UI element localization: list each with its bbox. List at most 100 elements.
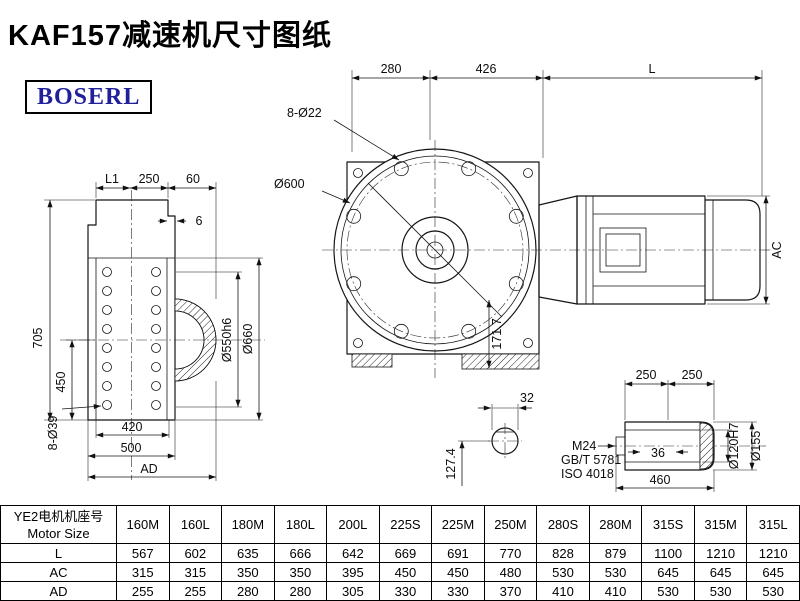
dim-O660-label: Ø660 bbox=[241, 324, 255, 355]
cell-AD-7: 370 bbox=[483, 581, 538, 601]
cell-AC-6: 450 bbox=[431, 562, 485, 582]
col-header-160L: 160L bbox=[168, 505, 223, 544]
boserl-logo: BOSERL bbox=[25, 80, 153, 114]
dim-36-label: 36 bbox=[651, 446, 665, 460]
dim-250a-label: 250 bbox=[636, 368, 657, 382]
dim-8xO39-label: 8-Ø39 bbox=[46, 416, 60, 451]
boserl-logo-text: BOSERL bbox=[37, 84, 141, 110]
cell-L-1: 602 bbox=[168, 543, 223, 563]
col-header-315S: 315S bbox=[641, 505, 695, 544]
row-label-L: L bbox=[0, 543, 117, 563]
dim-705-label: 705 bbox=[31, 328, 45, 349]
cell-AD-0: 255 bbox=[116, 581, 170, 601]
dim-60-label: 60 bbox=[186, 172, 200, 186]
cell-L-10: 1100 bbox=[641, 543, 695, 563]
cell-L-4: 642 bbox=[326, 543, 380, 563]
dim-iso-label: ISO 4018 bbox=[561, 467, 614, 481]
cell-AD-4: 305 bbox=[326, 581, 380, 601]
dim-O155-label: Ø155 bbox=[749, 431, 763, 462]
table-row-L: L 567 602 635 666 642 669 691 770 828 87… bbox=[0, 543, 800, 563]
front-view bbox=[322, 140, 770, 378]
cell-L-2: 635 bbox=[221, 543, 275, 563]
cell-L-5: 669 bbox=[378, 543, 433, 563]
cell-AC-12: 645 bbox=[746, 562, 800, 582]
dim-AC-label: AC bbox=[770, 241, 784, 258]
dim-L-label: L bbox=[649, 62, 656, 76]
dim-AD-label: AD bbox=[140, 462, 157, 476]
col-header-225M: 225M bbox=[431, 505, 485, 544]
dim-171-7-label: 171.7 bbox=[490, 318, 504, 349]
dim-8xO22-label: 8-Ø22 bbox=[287, 106, 322, 120]
cell-AC-9: 530 bbox=[588, 562, 643, 582]
cell-L-12: 1210 bbox=[746, 543, 800, 563]
col-header-180M: 180M bbox=[221, 505, 275, 544]
cell-AC-8: 530 bbox=[536, 562, 590, 582]
col-header-250M: 250M bbox=[483, 505, 538, 544]
cell-AD-6: 330 bbox=[431, 581, 485, 601]
dim-420-label: 420 bbox=[122, 420, 143, 434]
dimension-table: YE2电机机座号 Motor Size 160M 160L 180M 180L … bbox=[0, 505, 800, 601]
cell-L-7: 770 bbox=[483, 543, 538, 563]
side-view-dimensions: L1 250 60 6 705 450 8-Ø39 420 500 AD Ø55… bbox=[31, 172, 263, 481]
dim-32-label: 32 bbox=[520, 391, 534, 405]
side-view bbox=[60, 190, 265, 480]
dim-O120H7-label: Ø120H7 bbox=[727, 423, 741, 470]
table-header-row: YE2电机机座号 Motor Size 160M 160L 180M 180L … bbox=[0, 505, 800, 544]
cell-AD-12: 530 bbox=[746, 581, 800, 601]
dim-280-label: 280 bbox=[381, 62, 402, 76]
shaft-end-detail: 32 127.4 bbox=[444, 391, 534, 486]
dim-gbt-label: GB/T 5781 bbox=[561, 453, 621, 467]
cell-AC-4: 395 bbox=[326, 562, 380, 582]
foot-hatch-right bbox=[461, 353, 540, 370]
dim-L1-label: L1 bbox=[105, 172, 119, 186]
shaft-side-detail: 250 250 M24 GB/T 5781 ISO 4018 36 460 Ø1… bbox=[561, 368, 766, 492]
page-title: KAF157减速机尺寸图纸 bbox=[8, 20, 332, 52]
dim-250b-label: 250 bbox=[682, 368, 703, 382]
cell-AC-3: 350 bbox=[273, 562, 328, 582]
row-label-AC: AC bbox=[0, 562, 117, 582]
cell-AD-9: 410 bbox=[588, 581, 643, 601]
col-header-315M: 315M bbox=[693, 505, 748, 544]
col-header-280M: 280M bbox=[588, 505, 643, 544]
cell-L-9: 879 bbox=[588, 543, 643, 563]
cell-L-6: 691 bbox=[431, 543, 485, 563]
col-header-160M: 160M bbox=[116, 505, 170, 544]
dim-127-4-label: 127.4 bbox=[444, 448, 458, 479]
dim-450-label: 450 bbox=[54, 372, 68, 393]
motor-size-header-en: Motor Size bbox=[27, 525, 90, 541]
cell-AC-10: 645 bbox=[641, 562, 695, 582]
dim-426-label: 426 bbox=[476, 62, 497, 76]
col-header-180L: 180L bbox=[273, 505, 328, 544]
dim-M24-label: M24 bbox=[572, 439, 596, 453]
technical-drawing: 280 426 L 8-Ø22 Ø600 AC 171.7 bbox=[31, 62, 784, 492]
table-row-AD: AD 255 255 280 280 305 330 330 370 410 4… bbox=[0, 581, 800, 601]
cell-AD-8: 410 bbox=[536, 581, 590, 601]
front-view-dimensions: 280 426 L 8-Ø22 Ø600 AC 171.7 bbox=[274, 62, 784, 368]
table-row-AC: AC 315 315 350 350 395 450 450 480 530 5… bbox=[0, 562, 800, 582]
cell-L-11: 1210 bbox=[693, 543, 748, 563]
cell-AC-1: 315 bbox=[168, 562, 223, 582]
cell-AD-1: 255 bbox=[168, 581, 223, 601]
cell-AD-11: 530 bbox=[693, 581, 748, 601]
col-header-225S: 225S bbox=[378, 505, 433, 544]
row-label-AD: AD bbox=[0, 581, 117, 601]
cell-L-3: 666 bbox=[273, 543, 328, 563]
foot-hatch-left bbox=[351, 353, 393, 368]
cell-AC-5: 450 bbox=[378, 562, 433, 582]
cell-AD-10: 530 bbox=[641, 581, 695, 601]
cell-AC-11: 645 bbox=[693, 562, 748, 582]
dim-6-label: 6 bbox=[196, 214, 203, 228]
dim-O550h6-label: Ø550h6 bbox=[220, 318, 234, 363]
cell-AC-2: 350 bbox=[221, 562, 275, 582]
col-header-315L: 315L bbox=[746, 505, 800, 544]
motor-size-header-cn: YE2电机机座号 bbox=[13, 508, 104, 524]
dim-O600-label: Ø600 bbox=[274, 177, 305, 191]
dim-250-label: 250 bbox=[139, 172, 160, 186]
cell-AD-5: 330 bbox=[378, 581, 433, 601]
cell-AD-2: 280 bbox=[221, 581, 275, 601]
dim-500-label: 500 bbox=[121, 441, 142, 455]
dim-460-label: 460 bbox=[650, 473, 671, 487]
cell-AC-0: 315 bbox=[116, 562, 170, 582]
col-header-280S: 280S bbox=[536, 505, 590, 544]
cell-AD-3: 280 bbox=[273, 581, 328, 601]
